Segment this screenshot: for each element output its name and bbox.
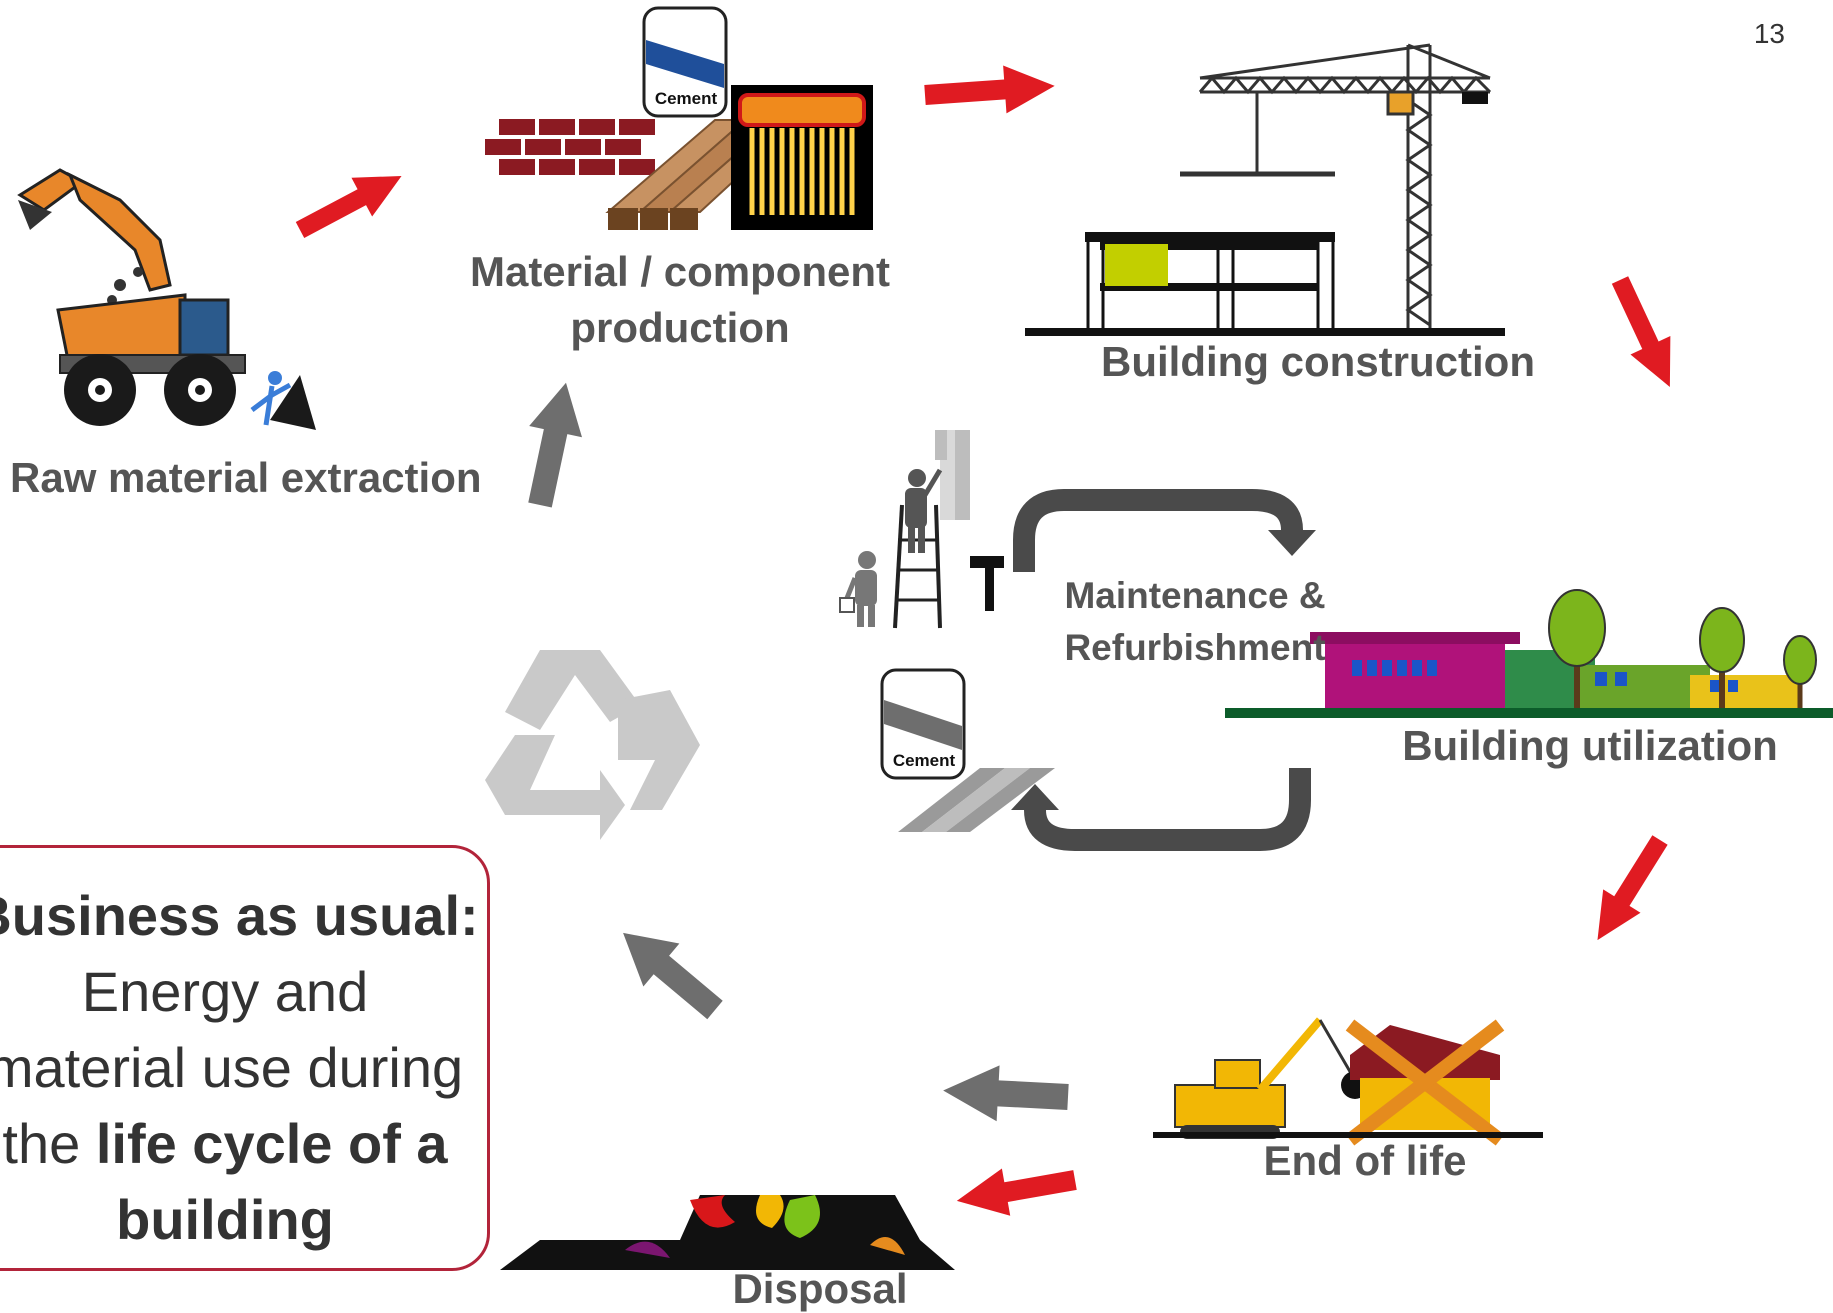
callout-line4: building [116,1188,334,1251]
arrow-utilization-to-end-of-life [1597,835,1668,941]
arrow-extraction-to-production [295,176,402,238]
label-building-utilization: Building utilization [1402,722,1778,769]
page-number: 13 [1753,18,1785,49]
maintenance-loop-arrow-top [1013,489,1316,572]
label-material-production-line1: Material / component [470,248,890,295]
arrow-to-recycle [623,932,723,1020]
crane-icon [1180,43,1492,330]
painter-icon [839,430,970,629]
callout-line3: the life cycle of a [2,1112,448,1175]
recycle-icon [485,650,700,840]
solar-collector-icon [731,85,873,230]
callout-line1: Energy and [81,960,369,1023]
building-frame-icon [1025,232,1505,336]
svg-text:Cement: Cement [655,89,718,108]
arrow-end-of-life-to-reuse [943,1065,1069,1122]
excavator-truck-icon [17,168,316,430]
arrow-recycle-to-production [528,382,583,508]
label-material-production-line2: production [570,304,789,351]
label-maintenance-line1: Maintenance & [1064,575,1325,616]
houses-trees-icon [1225,589,1833,718]
label-disposal: Disposal [732,1265,907,1312]
business-as-usual-callout: Business as usual: Energy and material u… [0,845,490,1271]
maintenance-loop-arrow-bottom [1011,768,1311,851]
label-maintenance-line2: Refurbishment [1064,627,1325,668]
svg-text:Cement: Cement [893,751,956,770]
arrow-construction-to-utilization [1611,276,1671,387]
callout-title: Business as usual: [0,884,479,947]
landfill-icon [500,1195,955,1270]
hammer-icon [970,556,1004,611]
brick-icon [483,117,657,177]
reuse-materials-icon: Cement [880,668,1055,832]
arrow-end-of-life-to-disposal [956,1168,1077,1216]
label-building-construction: Building construction [1101,338,1535,385]
demolition-icon [1153,1017,1543,1146]
label-end-of-life: End of life [1264,1137,1467,1184]
callout-line2: material use during [0,1036,464,1099]
arrow-production-to-construction [924,65,1055,114]
cement-bag-icon: Cement [642,6,728,118]
label-raw-material-extraction: Raw material extraction [10,454,482,501]
